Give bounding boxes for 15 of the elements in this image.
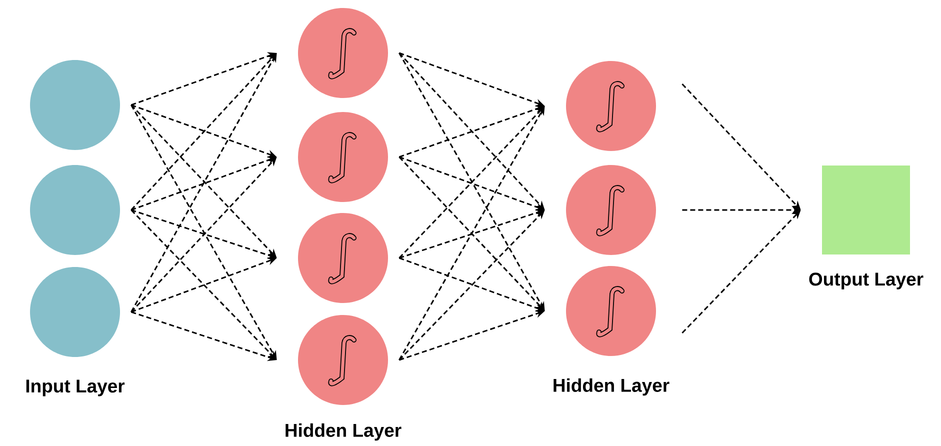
neuron-circle bbox=[298, 314, 388, 405]
layer-label: Input Layer bbox=[26, 380, 125, 396]
layer-label: Output Layer bbox=[809, 272, 924, 290]
output-square bbox=[822, 166, 910, 254]
neuron-circle bbox=[298, 112, 388, 202]
layer-label: Hidden Layer bbox=[286, 423, 402, 441]
neuron-circle bbox=[30, 60, 120, 150]
neuron-circle bbox=[566, 61, 656, 151]
neuron-circle bbox=[566, 164, 656, 255]
neuron-circle bbox=[298, 213, 388, 303]
neuron-circle bbox=[566, 266, 656, 356]
neuron-circle bbox=[30, 164, 120, 255]
neuron-circle bbox=[30, 266, 120, 357]
layer-label: Hidden Layer bbox=[554, 378, 670, 396]
neuron-circle bbox=[298, 8, 388, 98]
